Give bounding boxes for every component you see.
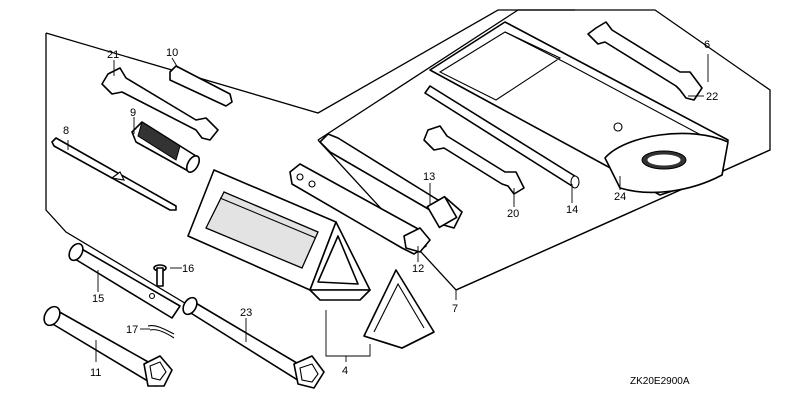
callout-10: 10 — [166, 47, 178, 59]
callout-8: 8 — [63, 125, 69, 137]
tool-case-tray — [187, 169, 371, 301]
callout-14: 14 — [566, 204, 578, 216]
callout-16: 16 — [182, 263, 194, 275]
diagram-code: ZK20E2900A — [630, 376, 690, 387]
screwdriver-handle-9 — [131, 121, 201, 173]
callout-22: 22 — [706, 91, 718, 103]
rod-14 — [424, 85, 580, 189]
cotter-pin-17 — [147, 325, 175, 339]
callout-21: 21 — [107, 49, 119, 61]
leader-lines — [67, 54, 709, 362]
box-wrench-23 — [182, 296, 325, 389]
callout-24: 24 — [614, 191, 626, 203]
tool-bag — [429, 21, 729, 196]
box-wrench-11 — [43, 305, 173, 387]
left-group-outline — [45, 33, 231, 331]
callout-11: 11 — [90, 367, 101, 379]
screwdriver-shaft-8 — [51, 137, 177, 211]
box-wrench-12 — [289, 163, 431, 255]
pin-16 — [153, 264, 167, 287]
callout-4: 4 — [342, 365, 348, 377]
callout-23: 23 — [240, 307, 252, 319]
callout-7: 7 — [452, 303, 458, 315]
wrench-21 — [101, 67, 219, 141]
wrench-13 — [319, 133, 463, 229]
tool-case-cap — [363, 269, 435, 349]
wrench-22 — [587, 21, 703, 101]
callout-13: 13 — [423, 171, 435, 183]
callout-12: 12 — [412, 263, 424, 275]
callout-6: 6 — [704, 39, 710, 51]
callout-15: 15 — [92, 293, 104, 305]
tube-15 — [68, 242, 181, 319]
bar-tool-10 — [169, 65, 233, 107]
callout-9: 9 — [130, 107, 136, 119]
callout-20: 20 — [507, 208, 519, 220]
callout-17: 17 — [126, 324, 138, 336]
